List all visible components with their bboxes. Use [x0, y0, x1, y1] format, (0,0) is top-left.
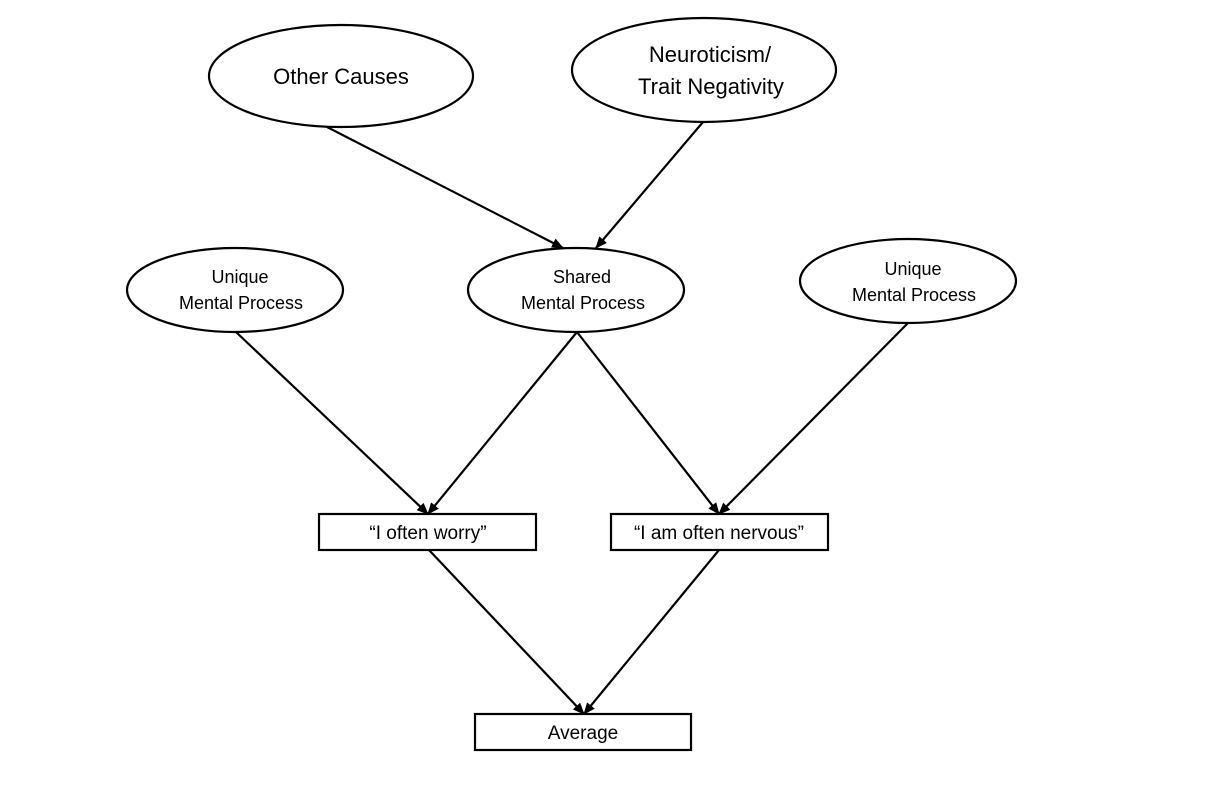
edge-unique-left-to-worry — [235, 331, 429, 515]
edge-worry-to-average — [428, 549, 585, 715]
edge-nervous-to-average — [583, 549, 720, 715]
edge-other-causes-to-shared — [326, 126, 564, 249]
node-item-worry: “I often worry” — [317, 512, 538, 552]
average-label: Average — [548, 723, 618, 744]
node-unique-mental-process-right: Unique Mental Process — [798, 237, 1018, 325]
unique-right-label-line2: Mental Process — [852, 285, 976, 305]
edge-neuroticism-to-shared — [595, 121, 704, 249]
item-nervous-label: “I am often nervous” — [634, 523, 804, 544]
edges — [235, 121, 909, 715]
node-item-nervous: “I am often nervous” — [609, 512, 830, 552]
unique-right-label-line1: Unique — [884, 259, 941, 279]
node-unique-mental-process-left: Unique Mental Process — [125, 246, 345, 334]
node-neuroticism: Neuroticism/ Trait Negativity — [570, 16, 838, 124]
node-other-causes: Other Causes — [207, 23, 475, 129]
edge-shared-to-worry — [427, 331, 578, 515]
unique-left-label-line1: Unique — [211, 267, 268, 287]
edge-unique-right-to-nervous — [718, 322, 909, 515]
other-causes-label: Other Causes — [273, 64, 409, 89]
neuroticism-label-line2: Trait Negativity — [638, 74, 784, 99]
edge-shared-to-nervous — [576, 331, 720, 515]
shared-label-line2: Mental Process — [521, 293, 645, 313]
neuroticism-label-line1: Neuroticism/ — [649, 42, 772, 67]
shared-label-line1: Shared — [553, 267, 611, 287]
unique-left-label-line2: Mental Process — [179, 293, 303, 313]
item-worry-label: “I often worry” — [369, 523, 486, 544]
node-shared-mental-process: Shared Mental Process — [466, 246, 686, 334]
node-average: Average — [473, 712, 693, 752]
